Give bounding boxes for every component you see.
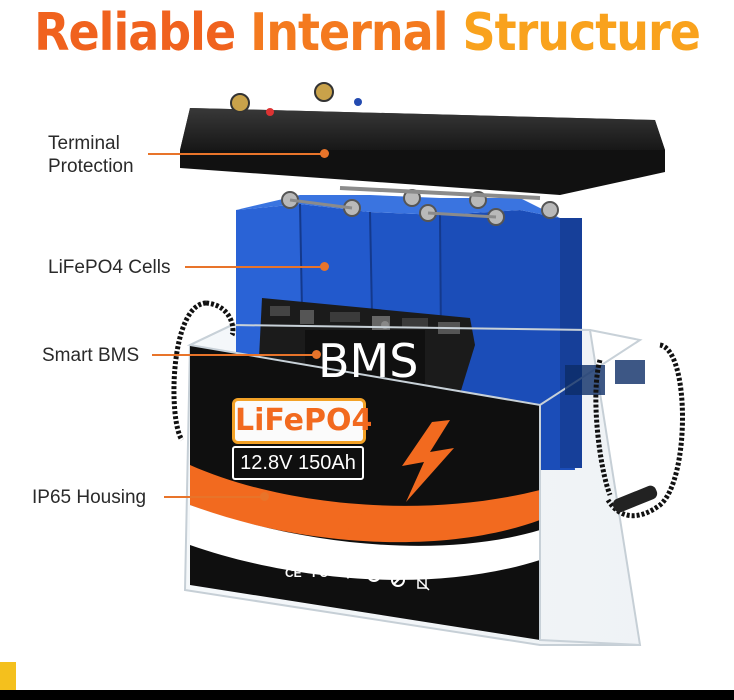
dot-smart-bms	[312, 350, 321, 359]
rope-handle-right[interactable]	[593, 342, 685, 519]
rohs-check-icon	[343, 567, 357, 579]
bottom-bar	[0, 690, 734, 700]
label-terminal-line2: Protection	[48, 156, 134, 177]
label-lifepo4-cells: LiFePO4 Cells	[48, 257, 171, 278]
dot-terminal-protection	[320, 149, 329, 158]
recycle-icon	[367, 568, 381, 582]
symbol-icon	[391, 573, 405, 587]
title-word-1: Reliable	[34, 1, 236, 63]
small-lightning-bolt-icon	[346, 506, 362, 530]
leader-terminal-protection	[148, 153, 324, 155]
bms-board-text: BMS	[318, 334, 419, 388]
rope-handle-left[interactable]	[171, 300, 236, 442]
lightning-bolt-icon	[402, 420, 454, 502]
no-disposal-icon	[414, 575, 430, 591]
ce-mark: CE	[285, 566, 302, 580]
label-ip65-housing: IP65 Housing	[32, 487, 147, 508]
leader-ip65-housing	[164, 496, 264, 498]
cell-terminals	[281, 186, 559, 226]
spec-label: 12.8V 150Ah	[232, 446, 364, 480]
title-word-3: Structure	[462, 1, 700, 63]
label-terminal-line1: Terminal	[48, 133, 120, 154]
brand-label: LiFePO4	[232, 398, 372, 444]
fc-mark: FC	[312, 566, 328, 580]
corner-accent	[0, 662, 16, 690]
terminal-protection-lid	[180, 82, 665, 195]
page-title: Reliable Internal Structure	[0, 0, 734, 66]
leader-smart-bms	[152, 354, 316, 356]
dot-lifepo4-cells	[320, 262, 329, 271]
leader-lifepo4-cells	[185, 266, 325, 268]
title-word-2: Internal	[250, 1, 448, 63]
label-smart-bms: Smart BMS	[42, 345, 140, 366]
label-terminal-protection: Terminal Protection	[48, 132, 134, 178]
dot-ip65-housing	[260, 492, 269, 501]
